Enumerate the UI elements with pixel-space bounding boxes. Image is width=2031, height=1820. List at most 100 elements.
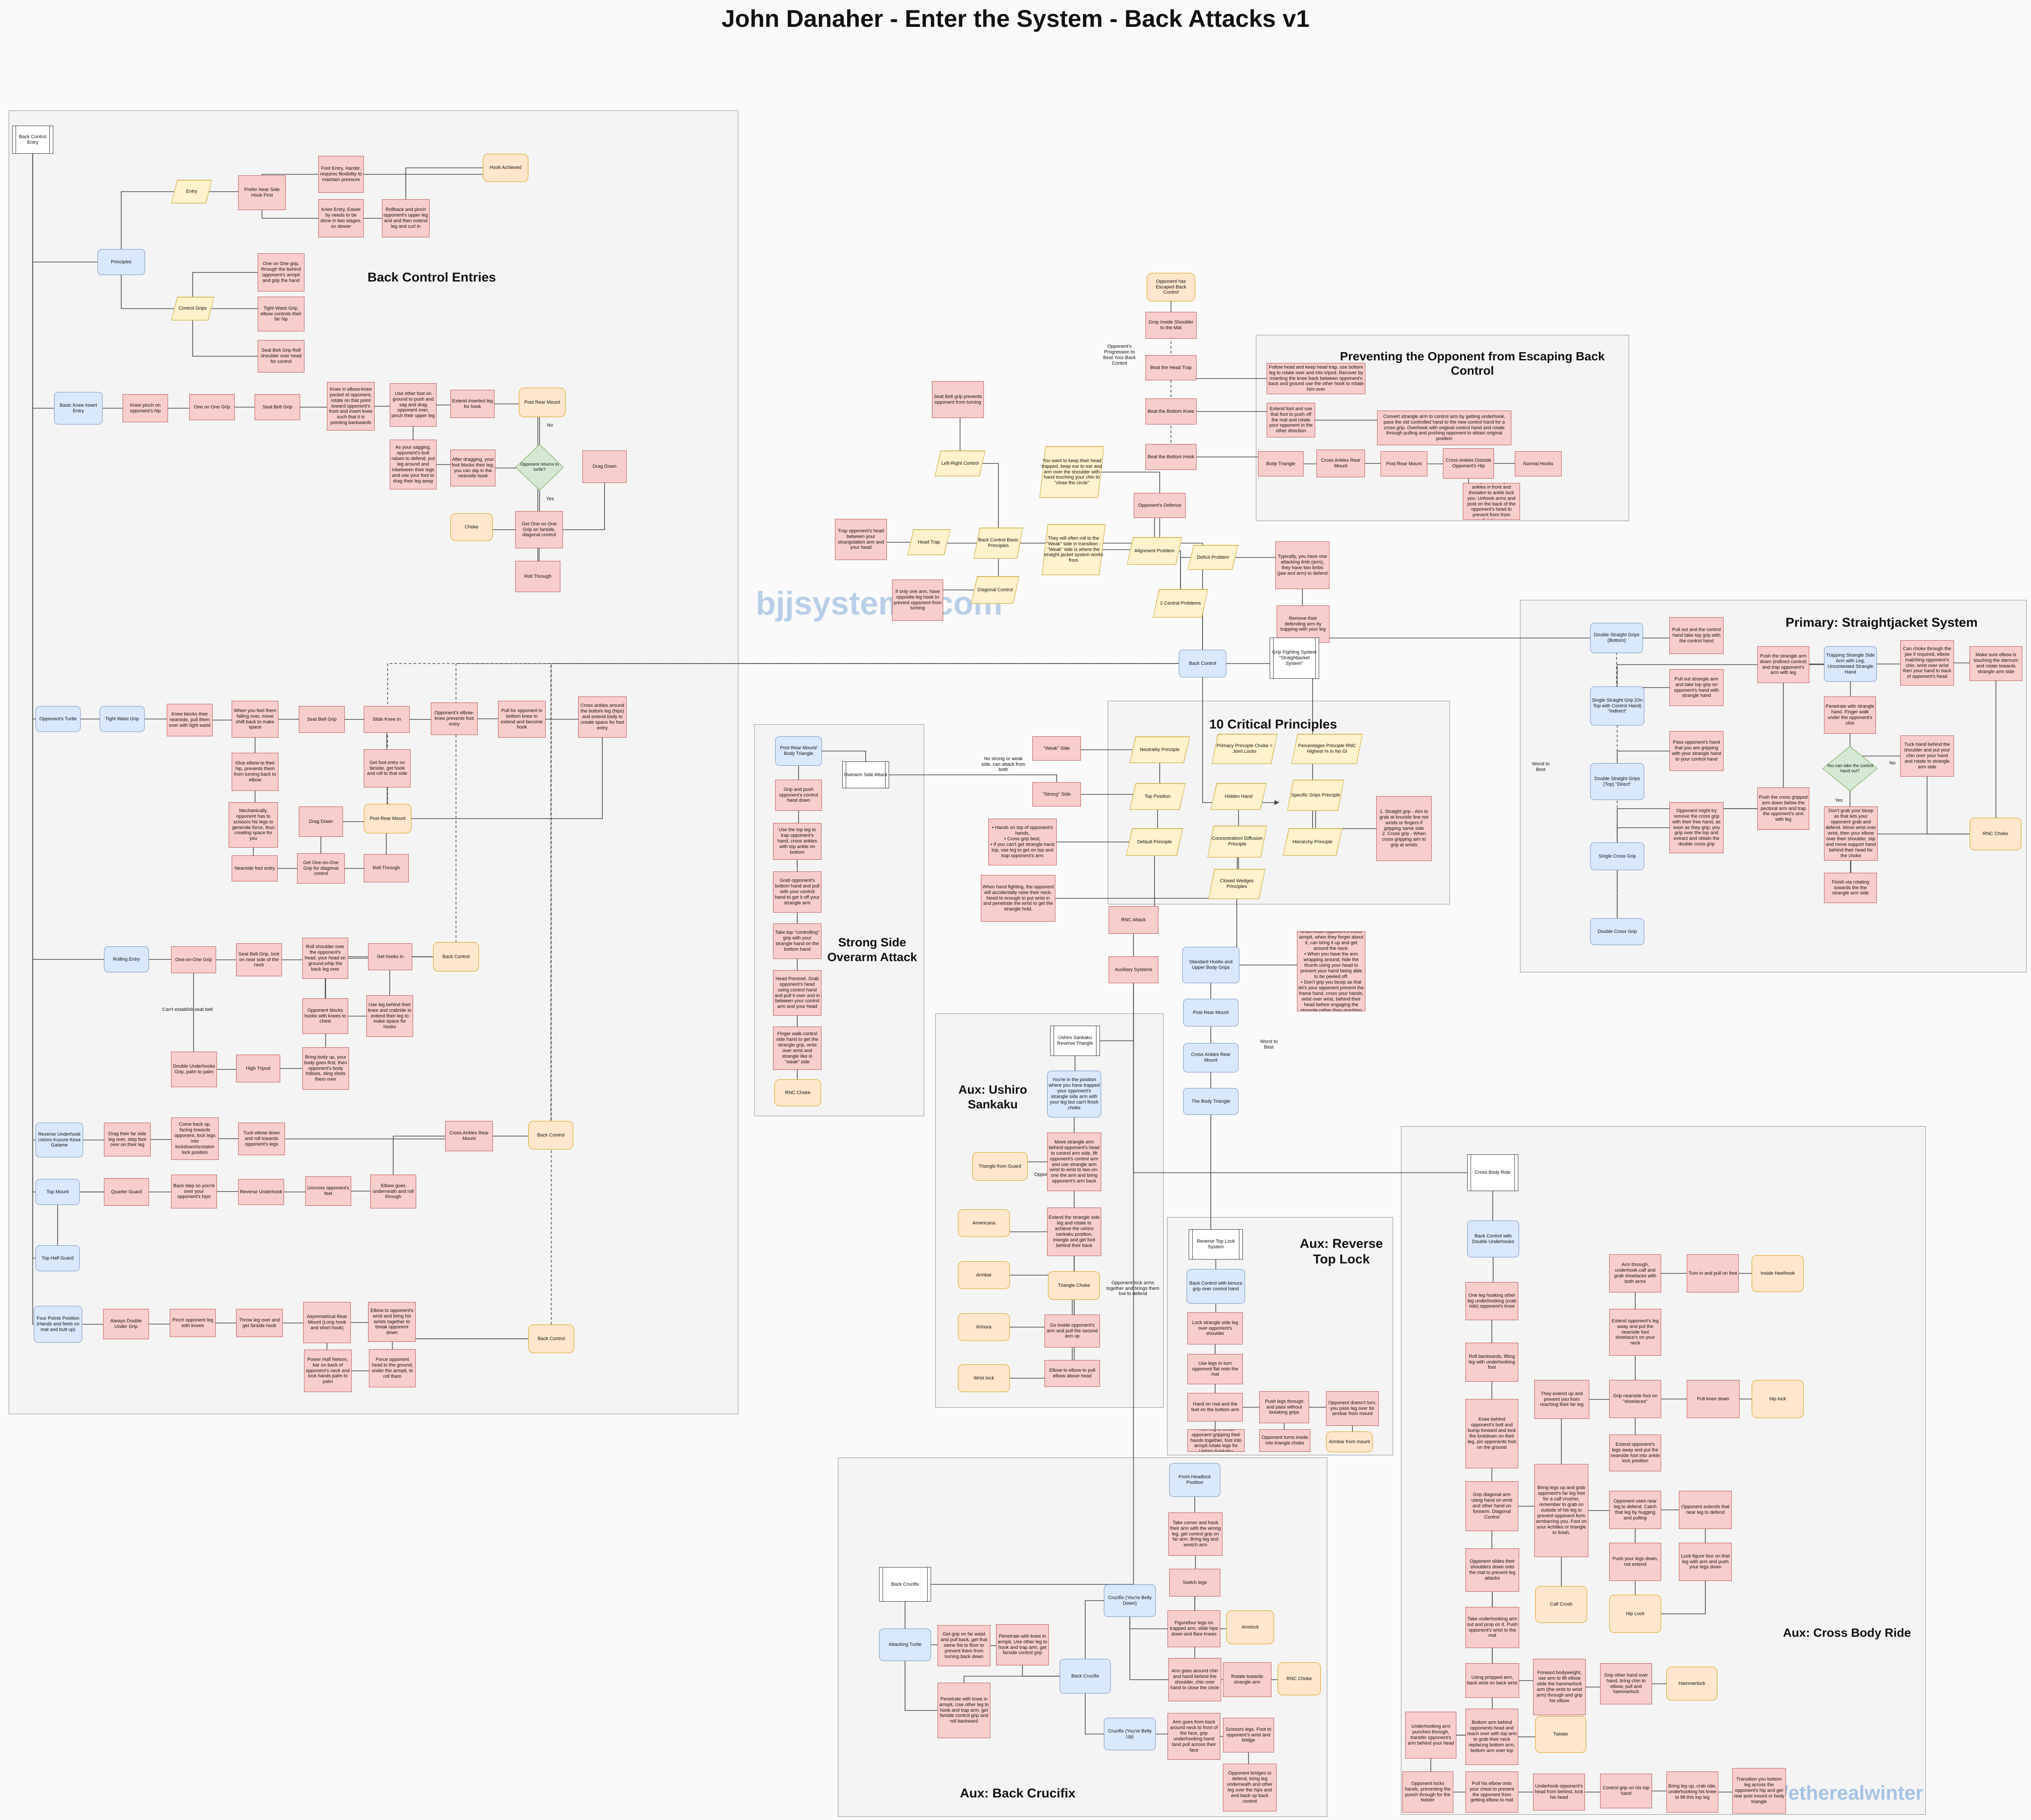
flow-node-grab-bottom-hand: Grab opponent's bottom hand and pull wit… (773, 871, 821, 913)
flow-node-label: Transition you bottom leg across the opp… (1733, 1777, 1785, 1804)
flow-node-kimura-u: Kimura (958, 1313, 1010, 1341)
flow-node-label: Control Grips (178, 306, 207, 311)
flow-node-label: Opponent bridges to defend, bring leg un… (1227, 1771, 1273, 1804)
flow-node-label: Drag Down (592, 464, 617, 470)
flow-node-grip-over-hand: Grip other hand over hand, bring chin to… (1600, 1663, 1652, 1704)
flow-node-beat-bottom-hook: Beat the Bottom Hook (1145, 444, 1197, 470)
flow-node-label: 1. Straight grip - Aim to grab at knuckl… (1379, 809, 1429, 848)
flow-node-no2: No (1885, 759, 1900, 768)
flow-node-label: Single Straight Grip (On Top with Contro… (1592, 697, 1643, 714)
flow-node-lock-arms-note: Opponent lock arms together and brings t… (1105, 1273, 1161, 1304)
flow-node-label: Roll shoulder over the opponent's head, … (304, 944, 346, 972)
flow-node-hands-top-note: • Hands on top of opponent's hands, • Cr… (988, 819, 1057, 865)
flow-node-label: • Hands on top of opponent's hands, • Cr… (990, 825, 1054, 858)
flow-node-label: Hammerlock (1678, 1681, 1705, 1686)
flow-node-label: Entry (186, 189, 197, 194)
section-title-t-cbr: Aux: Cross Body Ride (1771, 1611, 1923, 1655)
flow-node-us-pos: You're in the position where you have tr… (1047, 1071, 1101, 1117)
flow-node-label: Yes (546, 496, 554, 502)
flow-node-drag-farside-leg: Drag their far side leg over, step foot … (104, 1123, 151, 1156)
flow-node-bc1: Back Control (433, 942, 479, 972)
flow-node-percentages: Percentages Principle RNC Highest % in N… (1291, 734, 1363, 764)
flow-node-label: Americana (972, 1220, 996, 1226)
flow-node-roll-through2: Roll Through (364, 854, 409, 882)
flow-node-label: Reverse Underhook (240, 1189, 282, 1195)
flow-node-pull-out-strangle: Pull out strangle arm and take top grip … (1669, 669, 1724, 706)
flow-node-alignment: Alignment Problem (1127, 537, 1182, 565)
flow-node-label: 10 Critical Principles (1209, 717, 1337, 732)
flow-node-specific-grips: Specific Grips Principle (1287, 780, 1344, 811)
flow-node-dsg-bottom: Double Straight Grips (Bottom) (1590, 623, 1643, 653)
flow-node-yes2: Yes (1831, 796, 1847, 805)
flow-node-label: One leg hooking other leg underhooking (… (1467, 1292, 1517, 1309)
flow-node-cru-up: Crucifix (You're Belly Up) (1104, 1718, 1156, 1750)
flow-node-label: Top Mount (46, 1189, 69, 1195)
flow-node-weak-side: "Weak" Side (1032, 736, 1081, 761)
flow-node-label: Crucifix (You're Belly Up) (1108, 1728, 1152, 1739)
flow-node-extend-foot: Extend foot and use that foot to push of… (1267, 403, 1315, 437)
flow-node-label: Trap opponent's head between your strang… (838, 528, 884, 551)
flow-node-label: As your sagging, opponent's butt raises … (391, 445, 435, 484)
flow-node-aux-systems: Auxiliary Systems (1109, 956, 1158, 983)
flow-node-label: Get One on One Grip on farside, diagonal… (521, 521, 557, 538)
flow-node-label: Push leg to break opponent gripping thei… (1190, 1430, 1242, 1452)
flow-node-diag-control: Diagonal Control (971, 576, 1019, 604)
flow-node-label: Diagonal Control (977, 587, 1013, 593)
flow-node-label: Trapping Strangle Side Arm with Leg, Unc… (1826, 653, 1875, 675)
flow-node-propped-arm: Using propped arm, back wrist on back wr… (1465, 1663, 1519, 1698)
flow-node-elbow-sternum: Make sure elbow is touching the sternum … (1970, 646, 2022, 681)
flow-node-opp-extends: Opponent extends that near leg to defend (1679, 1491, 1732, 1529)
flow-node-top-half: Top Half Guard (36, 1245, 80, 1271)
flow-node-label: Percentages Principle RNC Highest % in N… (1298, 743, 1356, 754)
flow-node-rnc3: RNC Choke (1277, 1662, 1321, 1695)
flow-node-label: Asymmetrical Rear Mount (Long hook and s… (307, 1314, 347, 1331)
flow-node-americana: Americana (958, 1209, 1010, 1237)
flow-node-label: Pull his elbow onto your chest to preven… (1469, 1781, 1514, 1803)
flow-node-label: Reverse Top Lock System (1197, 1239, 1235, 1250)
flow-node-label: Cross Ankles Rear Mount (449, 1130, 489, 1141)
flow-node-prefer-near: Prefer Near Side Hook First (238, 175, 286, 210)
flow-node-always-double: Always Double Under Grip (103, 1309, 149, 1339)
flow-node-label: Post Rear Mount (369, 816, 406, 821)
flow-node-label: Elbow goes underneath and roll through (372, 1183, 414, 1200)
flow-node-label: Cross Body Ride (1475, 1170, 1511, 1176)
flow-node-label: Extend foot and use that foot to push of… (1269, 406, 1313, 434)
flow-node-label: Rotate towards strangle arm (1231, 1674, 1263, 1685)
flow-node-quarter-guard: Quarter Guard (104, 1178, 149, 1206)
flow-node-label: Back Control (537, 1132, 565, 1138)
flow-node-turn-in-pull: Turn in and pull on foot (1687, 1254, 1739, 1292)
flow-node-label: Top Position (1145, 793, 1171, 799)
flow-node-rolling: Rolling Entry (104, 946, 149, 972)
flow-node-fwd-body: Forward bodyweight, use arm to lift elbo… (1533, 1659, 1586, 1715)
flow-node-label: Get grip on far waist and pull back, get… (941, 1632, 987, 1659)
flow-node-push-cross-down: Push the cross gripped arm down below th… (1757, 787, 1809, 830)
flow-node-label: Rolling Entry (113, 956, 140, 962)
flow-node-hierarchy: Hierarchy Principle (1283, 828, 1342, 856)
flow-node-label: Armbar from mount (1329, 1439, 1370, 1444)
flow-node-ext-ankle-lock: Extend opponent's legs away and put the … (1609, 1435, 1661, 1471)
flow-node-label: Cross Ankles Rear Mount (1321, 458, 1361, 469)
flow-node-glue-elbow: Glue elbow to their hip, prevents them f… (232, 753, 278, 791)
flow-node-take-corner: Take corner and hook their arm with the … (1168, 1512, 1222, 1556)
flow-node-label: Seat Belt grip prevents opponent from tu… (934, 394, 982, 405)
flow-node-grips-note: 1. Straight grip - Aim to grab at knuckl… (1376, 796, 1432, 861)
flow-node-no1: No (542, 421, 558, 430)
page-title: John Danaher - Enter the System - Back A… (721, 5, 1310, 32)
flow-node-take-hand-out: You can take the control hand out? (1822, 746, 1878, 791)
flow-node-label: "Weak" Side (1043, 745, 1070, 751)
flow-node-label: Foot Entry, Harder, requires flexibility… (320, 166, 362, 182)
flow-node-label: Push the strangle arm down (indirect con… (1759, 653, 1807, 676)
flow-node-bc-kimura: Back Control with kimura grip over contr… (1187, 1269, 1245, 1304)
flow-node-normal-hooks: Normal Hooks (1515, 451, 1562, 476)
flow-node-label: Quarter Guard (111, 1189, 142, 1195)
flow-node-cru-down: Crucifix (You're Belly Down) (1104, 1584, 1156, 1617)
flow-node-label: Drop Inside Shoulder to the Mat (1148, 320, 1193, 330)
flow-node-label: Hip Lock (1626, 1611, 1645, 1616)
watermark-site: bjjsystems.com (756, 585, 1003, 622)
flow-node-label: Opponent's Progression to Beat Your Back… (1103, 344, 1136, 366)
flow-node-head-pommel: Head Pommel. Grab opponent's head using … (773, 970, 821, 1016)
flow-node-bc3: Back Control (528, 1325, 574, 1353)
flow-node-label: Push your legs down, not extend (1612, 1556, 1658, 1567)
flow-node-label: Pull out strangle arm and take top grip … (1674, 676, 1719, 699)
flow-node-they-extend: They extend up and prevent you from reac… (1534, 1380, 1589, 1419)
